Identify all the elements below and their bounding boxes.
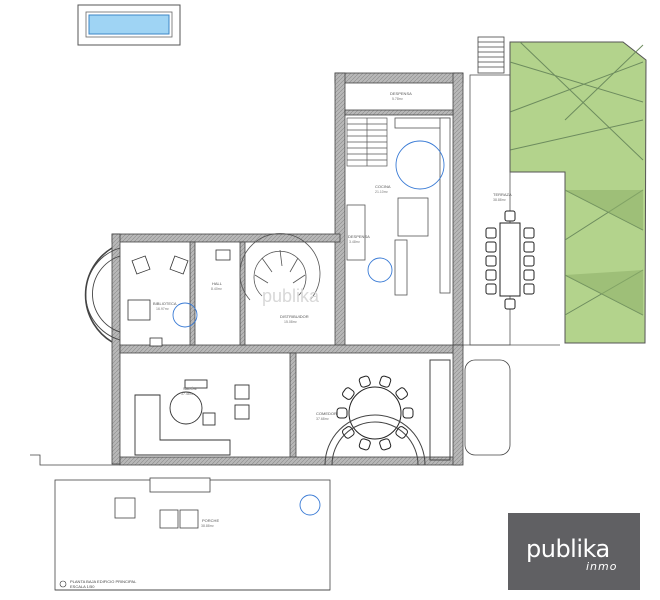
area-porche: 38.88m² [201,524,215,528]
publika-logo: publika inmo [508,513,640,590]
dining-chair [358,438,371,451]
dining-chair [379,438,392,451]
biblioteca-furniture [127,249,231,347]
logo-main-text: publika [526,535,610,563]
terrace-chair [485,255,497,267]
kitchen-stair [346,117,388,167]
label-salon: SALÓN [183,386,197,391]
walls [111,72,464,466]
terrace-chair [523,255,535,267]
dining-chair [342,387,355,400]
area-comedor: 37.68m² [316,417,330,421]
salon-furniture [134,379,250,456]
label-biblioteca: BIBLIOTECA [153,301,177,306]
label-despensa: DESPENSA [390,91,412,96]
area-terraza: 38.88m² [493,198,507,202]
pool [77,4,181,46]
terrace-chair [485,241,497,253]
caption-scale: ESCALA 1/50 [70,584,95,589]
exterior-stair [477,36,505,74]
dining-bay [324,359,451,466]
terrace-chair [485,227,497,239]
terrace-chair [523,283,535,295]
porch [30,359,511,591]
terrace-chair [485,269,497,281]
dining-chair [395,387,408,400]
area-biblioteca: 16.97m² [156,307,170,311]
terrace-dining [485,210,535,310]
label-terraza: TERRAZA [493,192,512,197]
area-cocina: 21.10m² [375,190,389,194]
dining-chair [336,407,348,419]
area-salon: 37.48m² [181,392,195,396]
terrace-chair [504,210,516,222]
plan-caption: PLANTA BAJA EDIFICIO PRINCIPAL ESCALA 1/… [59,579,137,589]
room-labels: DESPENSA 5.78m² COCINA 21.10m² DESPENSA … [153,91,512,528]
label-hall: HALL [212,281,223,286]
terrace-chair [523,227,535,239]
area-hall: 8.40m² [211,287,223,291]
green-roof [509,41,647,344]
terrace-chair [523,241,535,253]
label-porche: PORCHE [202,518,219,523]
terrace-chair [485,283,497,295]
terrace-outline [460,74,560,346]
spiral-stair [239,233,321,301]
door-swings [172,140,445,516]
dining-table [336,375,414,451]
label-cocina: COCINA [375,184,391,189]
watermark: publika [262,286,320,306]
area-despensa2: 3.48m² [349,240,361,244]
terrace-chair [504,298,516,310]
dining-chair [402,407,414,419]
dining-chair [358,375,371,388]
bay-window [84,247,121,343]
caption-title: PLANTA BAJA EDIFICIO PRINCIPAL [70,579,137,584]
logo-sub-text: inmo [586,560,618,573]
terrace-chair [523,269,535,281]
dining-chair [379,375,392,388]
label-distribuidor: DISTRIBUIDOR [280,314,309,319]
label-despensa2: DESPENSA [348,234,370,239]
area-despensa: 5.78m² [392,97,404,101]
label-comedor: COMEDOR [316,411,337,416]
kitchen-counters [346,117,451,296]
area-distribuidor: 15.08m² [284,320,298,324]
